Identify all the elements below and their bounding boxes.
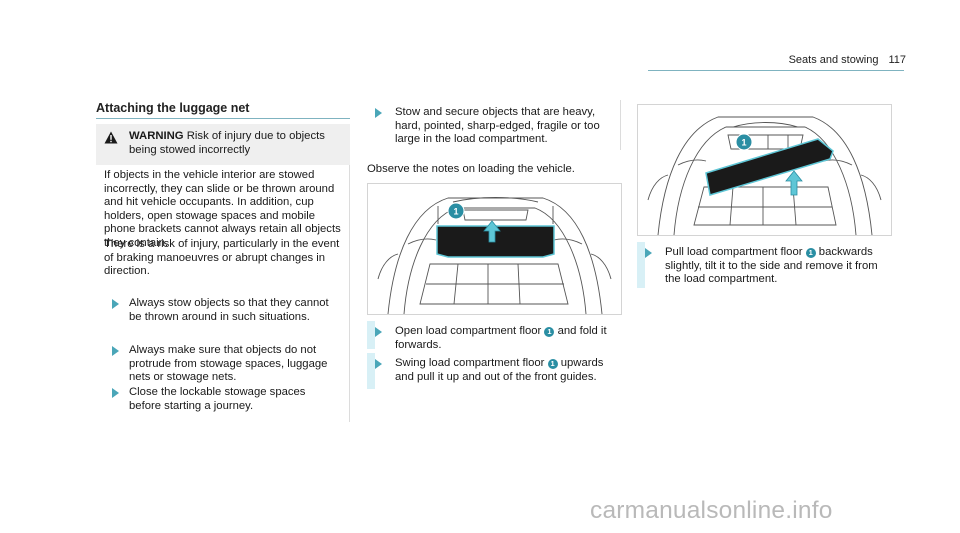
callout-marker [447,202,465,220]
list-item: Always stow objects so that they cannot … [104,297,344,324]
list-item-text: Open load compartment floor 1 and fold i… [395,325,607,351]
direction-arrow-icon [483,220,501,243]
warning-box [96,124,350,165]
load-floor-panel [436,225,555,258]
bullet-arrow-icon [375,108,382,118]
list-item: Close the lockable stowage spaces before… [104,386,344,413]
warning-side-rule [349,165,350,422]
warning-paragraph-2: There is a risk of injury, particularly … [104,238,340,278]
bullet-side-rule [620,100,621,150]
callout-badge: 1 [805,248,816,258]
warning-label: WARNING [129,130,184,142]
bullet-highlight [367,353,375,389]
list-item-text: Stow and secure objects that are heavy, … [395,106,600,146]
bullet-arrow-icon [375,327,382,337]
bullet-highlight [637,242,645,288]
callout-badge: 1 [547,359,558,369]
callout-number: 1 [741,138,746,148]
list-item-text: Swing load compartment floor 1 upwards a… [395,357,604,383]
list-item-text: Pull load compartment floor 1 backwards … [665,246,878,286]
load-floor-panel [705,138,834,196]
bullet-highlight [367,321,375,349]
warning-text: WARNING Risk of injury due to objects be… [129,130,344,157]
warning-paragraph-1: If objects in the vehicle interior are s… [104,169,341,249]
page-number: 117 [888,54,906,66]
section-heading: Attaching the luggage net [96,101,250,115]
list-item: Pull load compartment floor 1 backwards … [637,246,887,287]
list-item: Always make sure that objects do not pro… [104,344,344,385]
header-rule [648,70,904,71]
list-item-text: Always make sure that objects do not pro… [129,344,328,384]
load-compartment-illustration-2: 1 [637,104,892,236]
running-header: Seats and stowing 117 [789,54,906,66]
bullet-arrow-icon [112,388,119,398]
section-title: Seats and stowing [788,54,879,66]
list-item: Swing load compartment floor 1 upwards a… [367,357,617,384]
callout-number: 1 [453,207,458,217]
warning-message: Risk of injury due to objects being stow… [129,130,325,156]
list-item-text: Close the lockable stowage spaces before… [129,386,306,412]
bullet-arrow-icon [375,359,382,369]
list-item: Open load compartment floor 1 and fold i… [367,325,617,352]
watermark: carmanualsonline.info [590,497,833,524]
list-item: Stow and secure objects that are heavy, … [367,106,617,147]
warning-triangle-icon [104,131,118,144]
bullet-arrow-icon [112,299,119,309]
list-item-text: Always stow objects so that they cannot … [129,297,329,323]
callout-badge: 1 [544,327,555,337]
observe-note: Observe the notes on loading the vehicle… [367,163,575,175]
callout-marker [735,133,753,151]
direction-arrow-icon [785,170,803,196]
load-compartment-illustration-1: 1 [367,183,622,315]
bullet-arrow-icon [112,346,119,356]
heading-rule [96,118,350,119]
bullet-arrow-icon [645,248,652,258]
